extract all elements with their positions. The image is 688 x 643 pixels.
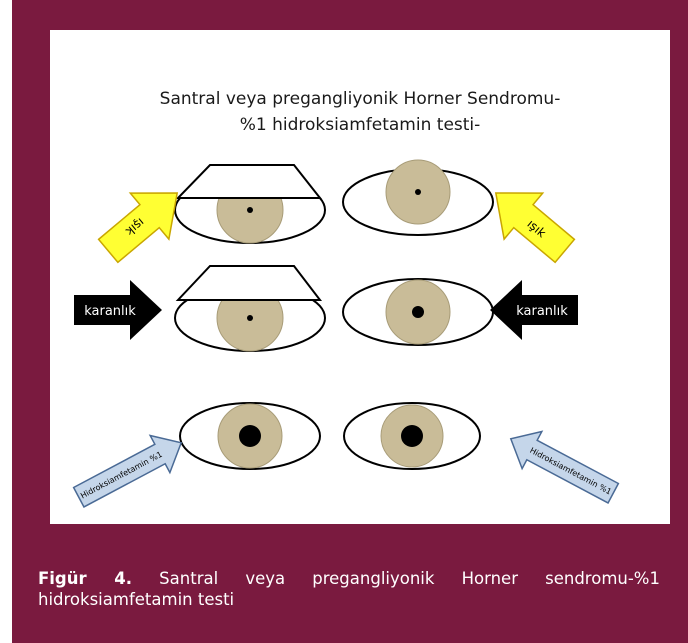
dark-arrow-right: karanlık <box>490 280 578 340</box>
light-arrow-right: ışık <box>477 170 585 274</box>
pupil-small <box>415 189 421 195</box>
eye-left-ptosis-light <box>175 165 325 243</box>
eye-right-normal-dark <box>343 279 493 345</box>
figure-caption: Figür 4. Santral veya pregangliyonik Hor… <box>38 568 660 610</box>
pupil-large <box>401 425 423 447</box>
page-margin <box>0 0 12 643</box>
dark-arrow-left-label: karanlık <box>84 304 136 319</box>
dark-arrow-right-label: karanlık <box>516 304 568 319</box>
caption-label: Figür 4. <box>38 569 132 588</box>
eye-right-dilated <box>344 403 480 469</box>
row-drug: Hidroksiamfetamin %1 Hidroksiamfetamin %… <box>69 403 623 516</box>
drug-arrow-left-label: Hidroksiamfetamin %1 <box>79 450 164 501</box>
drooping-eyelid <box>178 165 320 198</box>
drooping-eyelid <box>178 266 320 300</box>
eye-right-normal-light <box>343 160 493 235</box>
row-dark: karanlık karanlık <box>74 266 578 351</box>
diagram-panel: Santral veya pregangliyonik Horner Sendr… <box>50 30 670 524</box>
drug-arrow-left: Hidroksiamfetamin %1 <box>69 424 191 516</box>
pupil-medium <box>412 306 424 318</box>
pupil-small <box>247 315 253 321</box>
pupil-small <box>247 207 253 213</box>
drug-arrow-right: Hidroksiamfetamin %1 <box>501 420 623 512</box>
dark-arrow-left: karanlık <box>74 280 162 340</box>
drug-arrow-right-label: Hidroksiamfetamin %1 <box>528 446 613 497</box>
horner-test-diagram: ışık ışık karanlık <box>50 30 670 524</box>
eye-left-ptosis-dark <box>175 266 325 351</box>
row-light: ışık ışık <box>89 160 584 274</box>
caption-text: Santral veya pregangliyonik Horner sendr… <box>38 569 660 609</box>
eye-left-dilated <box>180 403 320 469</box>
pupil-large <box>239 425 261 447</box>
